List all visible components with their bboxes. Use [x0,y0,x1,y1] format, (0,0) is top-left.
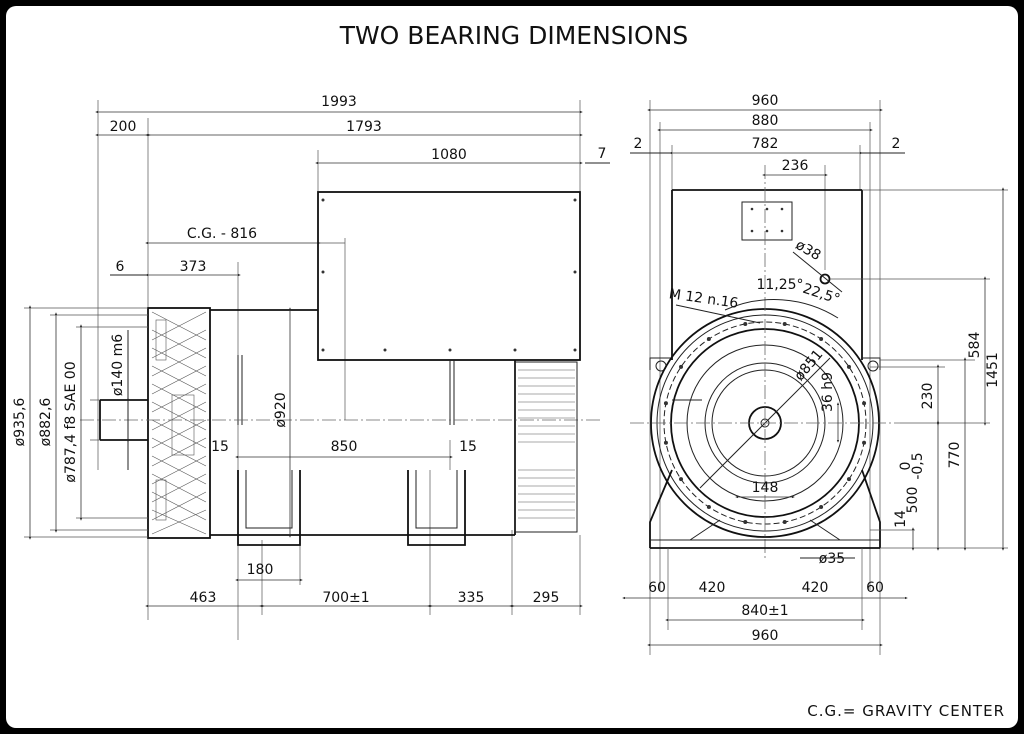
dim-dia-935-6: ø935,6 [12,398,28,447]
dim-373: 373 [180,259,207,275]
dim-2-right: 2 [892,136,901,152]
dim-960-bottom: 960 [752,628,779,644]
drawing-title: TWO BEARING DIMENSIONS [339,21,689,50]
bolt-spec-m12: M 12 n.16 [668,286,740,312]
dim-463: 463 [190,590,217,606]
dim-840: 840±1 [741,603,788,619]
dim-key-36: 36 h9 [820,372,836,412]
bolt-hole [782,520,787,525]
dim-dia-787-4: ø787,4 f8 SAE 00 [63,361,79,482]
bolt-hole [663,440,668,445]
dim-angle-11-25: 11,25° [756,277,803,293]
dim-960-top: 960 [752,93,779,109]
bolt-hole [679,364,684,369]
dim-880: 880 [752,113,779,129]
dim-420-left: 420 [699,580,726,596]
dim-7: 7 [598,146,607,162]
dim-hole-35: ø35 [819,551,845,567]
dim-700: 700±1 [322,590,369,606]
drawing-sheet: TWO BEARING DIMENSIONS 1993 200 1793 108… [6,6,1018,728]
dim-420-right: 420 [802,580,829,596]
cg-dim-816: C.G. - 816 [187,226,257,242]
side-view: 1993 200 1793 1080 7 C.G. - 816 6 373 [12,94,610,640]
dim-1451: 1451 [985,352,1001,388]
bolt-hole [743,520,748,525]
dim-14: 14 [893,510,909,528]
dim-6: 6 [116,259,125,275]
dim-dia-882-6: ø882,6 [38,398,54,447]
dim-180: 180 [247,562,274,578]
bolt-hole [743,321,748,326]
dim-782: 782 [752,136,779,152]
tol-lower-0-5: -0,5 [910,452,926,479]
bolt-hole [862,401,867,406]
dim-shaft-dia-140: ø140 m6 [110,334,126,396]
dim-1993: 1993 [321,94,357,110]
bolt-hole [663,401,668,406]
bolt-hole [706,337,711,342]
dim-500: 500 [905,487,921,514]
tol-upper-0: 0 [898,462,914,471]
dim-dia-920: ø920 [273,392,289,427]
dim-230: 230 [920,383,936,410]
bolt-hole [819,504,824,509]
dim-584: 584 [967,332,983,359]
dim-hole-38: ø38 [793,237,824,264]
technical-drawing: TWO BEARING DIMENSIONS 1993 200 1793 108… [12,21,1008,720]
dim-850: 850 [331,439,358,455]
dim-335: 335 [458,590,485,606]
bolt-hole [846,477,851,482]
dim-295: 295 [533,590,560,606]
fan-grille [151,311,207,535]
bolt-hole [819,337,824,342]
dim-2-left: 2 [634,136,643,152]
dim-60-right: 60 [866,580,884,596]
dim-15-left: 15 [211,439,229,455]
dim-60-left: 60 [648,580,666,596]
dim-1080: 1080 [431,147,467,163]
bolt-hole [706,504,711,509]
bolt-hole [679,477,684,482]
dim-200: 200 [110,119,137,135]
dim-15-right: 15 [459,439,477,455]
dim-key-148: 148 [752,480,779,496]
bolt-hole [846,364,851,369]
end-view: 960 880 782 2 2 236 ø38 ø851 [622,93,1008,655]
dim-236: 236 [782,158,809,174]
footer-legend: C.G.= GRAVITY CENTER [807,702,1005,720]
dim-770: 770 [947,442,963,469]
bolt-hole [862,440,867,445]
dim-1793: 1793 [346,119,382,135]
bolt-hole [782,321,787,326]
